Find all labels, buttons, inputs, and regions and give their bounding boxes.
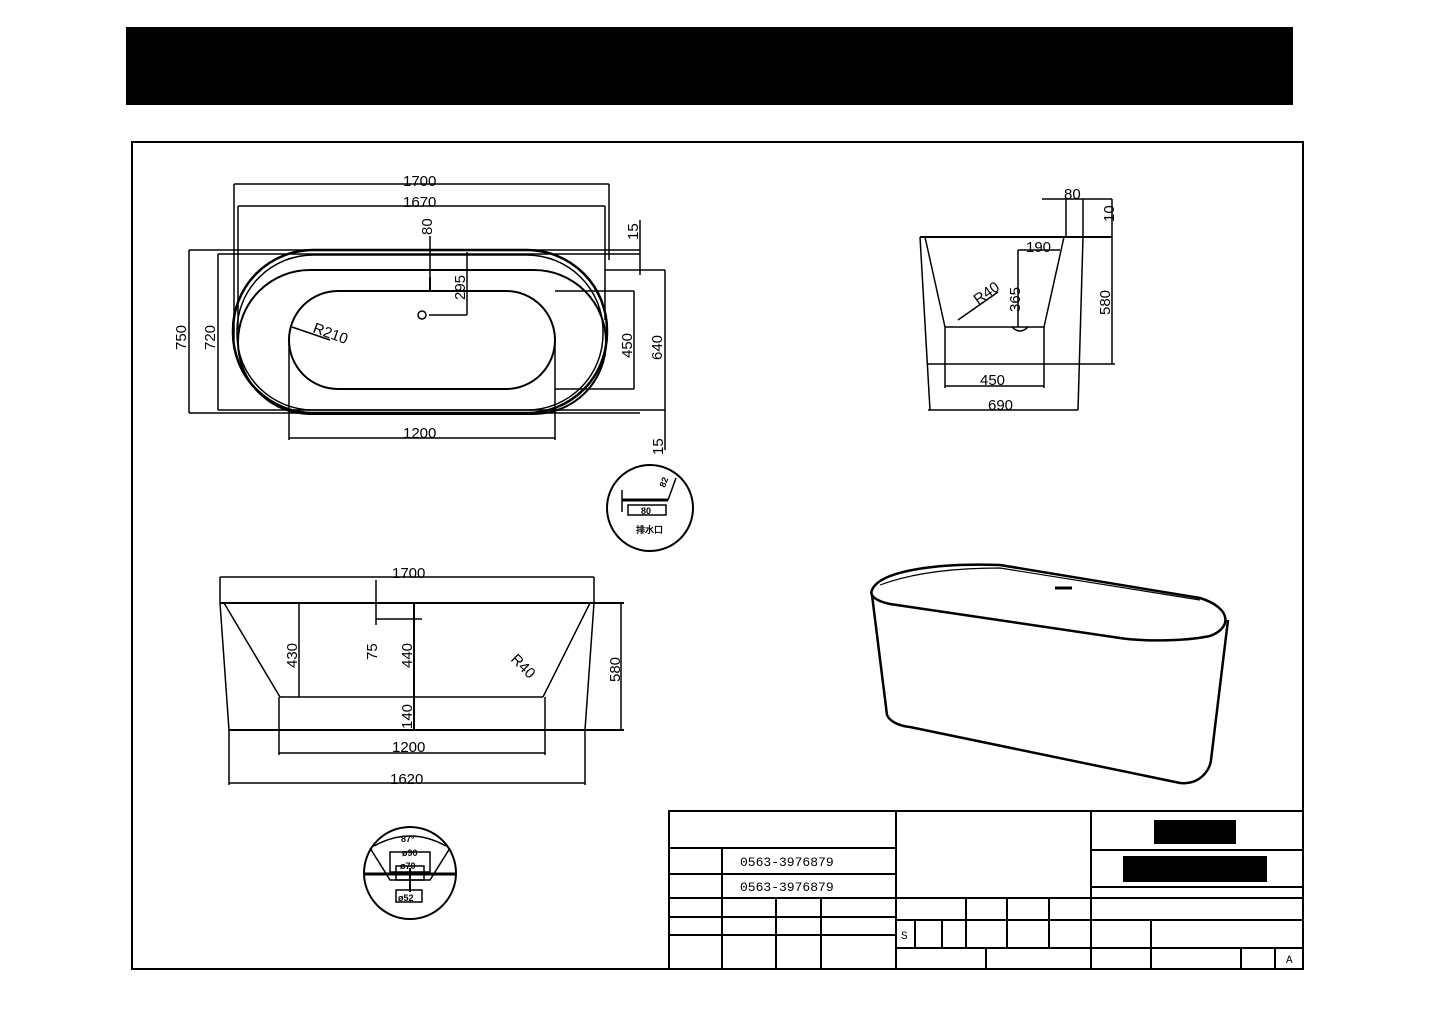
- dim-dia52: ø52: [398, 893, 414, 903]
- drain-detail: [606, 464, 694, 552]
- dim-190: 190: [1026, 239, 1051, 256]
- dim-1200-front: 1200: [392, 739, 425, 756]
- dim-80-drain: 80: [641, 506, 651, 516]
- dim-1620: 1620: [390, 771, 423, 788]
- redacted-drawing-title: [1123, 856, 1267, 882]
- dim-140: 140: [399, 704, 416, 729]
- dim-720: 720: [202, 325, 219, 350]
- dim-82-drain: 82: [657, 476, 670, 489]
- front-section-view: [219, 576, 624, 785]
- drawing-frame: [131, 141, 1304, 970]
- phone-number-2: 0563-3976879: [740, 880, 834, 895]
- dim-r40-front: R40: [507, 651, 538, 682]
- dim-440: 440: [399, 643, 416, 668]
- dim-1200-top: 1200: [403, 425, 436, 442]
- dim-dia70: ø70: [400, 861, 416, 871]
- dim-450-side: 450: [980, 372, 1005, 389]
- title-block: [668, 810, 1304, 970]
- redacted-company-name: [1154, 820, 1236, 844]
- title-banner-redacted: [126, 27, 1293, 105]
- dim-10: 10: [1101, 205, 1118, 222]
- dim-365: 365: [1007, 287, 1024, 312]
- dim-750: 750: [173, 325, 190, 350]
- dim-1670: 1670: [403, 194, 436, 211]
- dim-r40-side: R40: [971, 279, 1003, 309]
- dim-15-bottom: 15: [650, 438, 667, 455]
- dim-1700-front: 1700: [392, 565, 425, 582]
- dim-580-side: 580: [1097, 290, 1114, 315]
- dim-80-side: 80: [1064, 186, 1081, 203]
- dim-450-top: 450: [619, 333, 636, 358]
- isometric-view: [870, 563, 1230, 785]
- overflow-detail: [363, 826, 457, 920]
- side-section-view: [919, 198, 1115, 411]
- dim-75: 75: [364, 643, 381, 660]
- phone-number-1: 0563-3976879: [740, 855, 834, 870]
- dim-87deg: 87°: [401, 834, 415, 844]
- dim-dia90: ø90: [402, 848, 418, 858]
- top-view: [188, 183, 666, 450]
- dim-295: 295: [452, 275, 469, 300]
- dim-80-top: 80: [419, 218, 436, 235]
- dim-580-front: 580: [607, 657, 624, 682]
- revision-label: A: [1286, 955, 1293, 967]
- dim-430: 430: [284, 643, 301, 668]
- dim-690: 690: [988, 397, 1013, 414]
- front-section-dims: 1700 430 75 440 R40 580 140 1200 1620: [284, 565, 624, 788]
- drain-label: 排水口: [636, 524, 663, 535]
- scale-label: S: [901, 931, 908, 943]
- dim-1700-top: 1700: [403, 173, 436, 190]
- dim-r210: R210: [311, 320, 351, 348]
- dim-640: 640: [649, 335, 666, 360]
- dim-15-top: 15: [625, 223, 642, 240]
